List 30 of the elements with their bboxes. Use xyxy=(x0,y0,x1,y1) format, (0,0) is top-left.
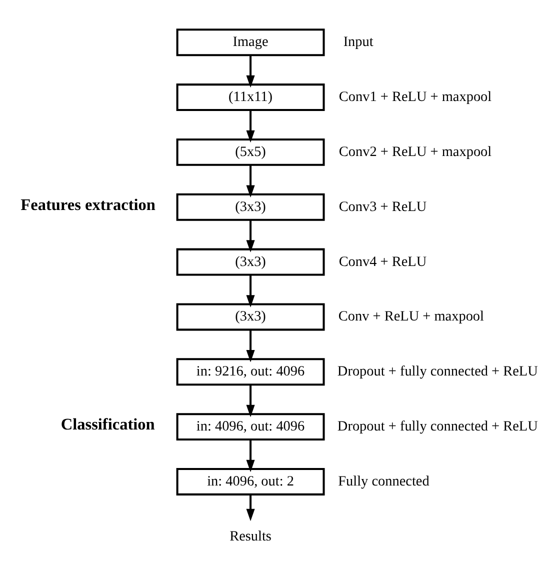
node-label: Fully connected xyxy=(338,472,430,489)
node-box: in: 4096, out: 4096 xyxy=(176,412,325,440)
arrow xyxy=(246,54,255,88)
arrow xyxy=(246,494,255,521)
node-box: (3x3) xyxy=(176,248,325,276)
arrow xyxy=(246,274,255,307)
arrow xyxy=(246,110,255,142)
label: Classification xyxy=(60,415,155,434)
node-box: (11x11) xyxy=(176,83,325,111)
node-box: (3x3) xyxy=(176,302,325,330)
node-label: Conv1 + ReLU + maxpool xyxy=(338,88,492,105)
arrow xyxy=(246,384,255,417)
node-label: Conv4 + ReLU xyxy=(338,253,427,270)
node-label: Conv + ReLU + maxpool xyxy=(338,308,484,324)
node-box: (3x3) xyxy=(176,192,325,220)
arrow xyxy=(246,219,255,252)
arrow xyxy=(246,164,255,197)
arrow xyxy=(246,329,255,362)
node-box: Image xyxy=(176,28,325,56)
node-label: Dropout + fully connected + ReLU xyxy=(337,418,538,434)
node-label: Conv3 + ReLU xyxy=(338,198,427,214)
node-box: (5x5) xyxy=(176,138,325,166)
node-box: in: 4096, out: 2 xyxy=(176,467,325,495)
node-box: in: 9216, out: 4096 xyxy=(176,358,325,386)
node-label: Conv2 + ReLU + maxpool xyxy=(338,143,492,160)
node-text: Results xyxy=(230,528,272,544)
node-label: Input xyxy=(343,34,374,50)
label: Features extraction xyxy=(20,195,156,214)
node-label: Dropout + fully connected + ReLU xyxy=(337,363,538,380)
arrow xyxy=(246,439,255,472)
